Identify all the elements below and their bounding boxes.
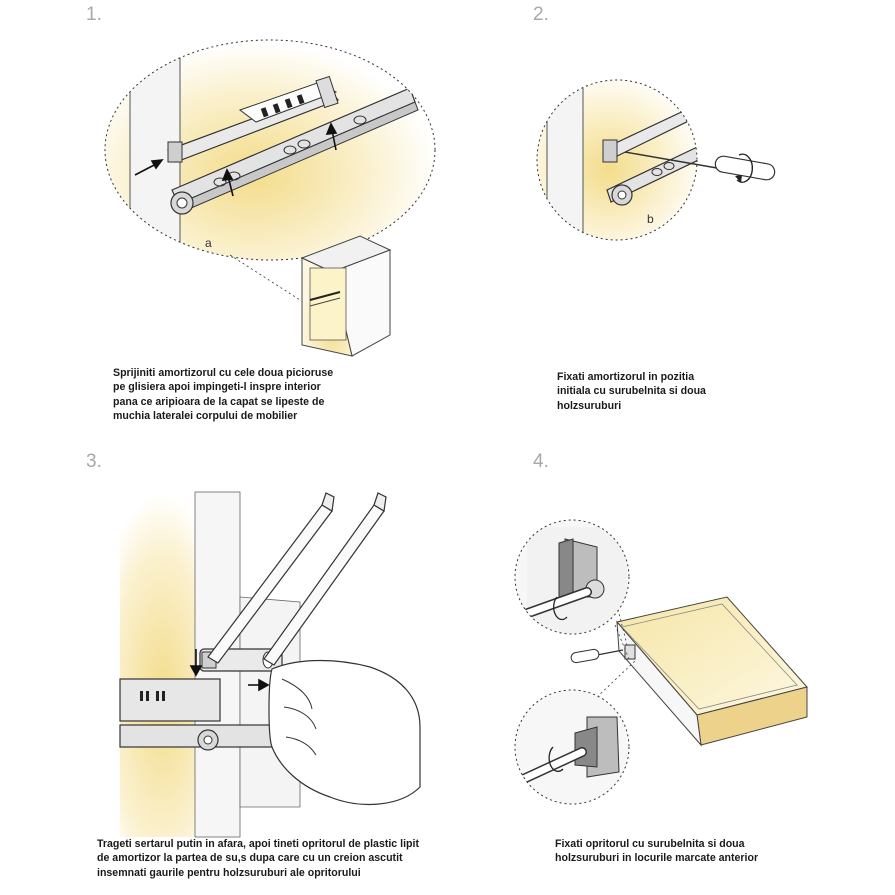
pencil-marking-illustration xyxy=(119,491,421,838)
step-caption: Sprijiniti amortizorul cu cele doua pici… xyxy=(113,367,334,422)
step-caption: Fixati amortizorul in pozitia initiala c… xyxy=(557,371,706,412)
step-number: 3. xyxy=(86,451,102,472)
step-3: 3. xyxy=(0,447,447,894)
step-2: 2. b Fixati xyxy=(447,0,894,447)
slide-mount-illustration xyxy=(104,39,436,357)
step-number: 4. xyxy=(533,451,549,472)
step-caption: Fixati opritorul cu surubelnita si doua … xyxy=(555,838,759,865)
step-caption: Trageti sertarul putin in afara, apoi ti… xyxy=(97,838,419,879)
step-4: 4. xyxy=(447,447,894,894)
stopper-fix-illustration xyxy=(514,519,808,805)
screwdriver-fix-illustration xyxy=(536,79,776,241)
detail-label-a: a xyxy=(205,236,212,250)
step-number: 1. xyxy=(86,4,102,25)
detail-label-b: b xyxy=(647,212,654,226)
step-number: 2. xyxy=(533,4,549,25)
step-1: 1. xyxy=(0,0,447,447)
